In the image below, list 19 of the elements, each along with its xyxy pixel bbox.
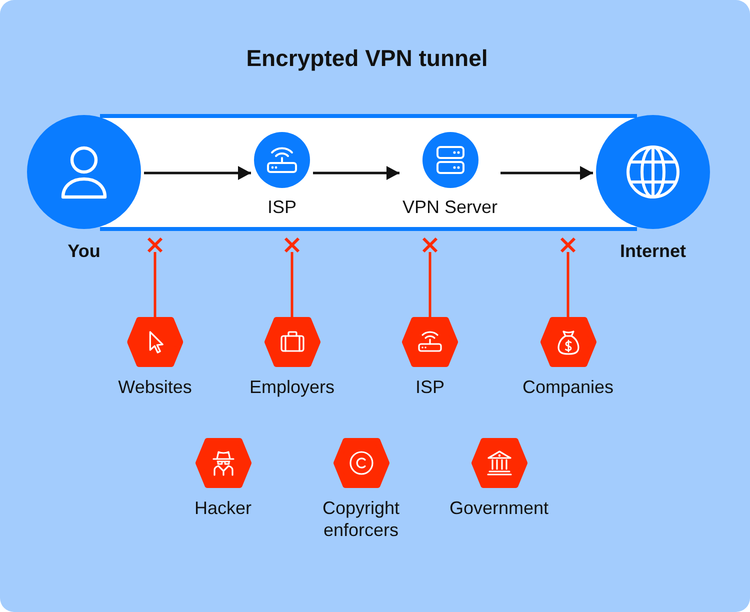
node-label: Websites: [118, 376, 192, 398]
node-label: Copyright enforcers: [322, 497, 400, 541]
node-label: Companies: [522, 376, 614, 398]
blocked-connector: [284, 237, 300, 317]
arrow: [144, 166, 251, 180]
node-label: ISP: [415, 376, 444, 398]
node-label: You: [68, 240, 100, 262]
blocked-connector: [422, 237, 438, 317]
node-label: ISP: [267, 196, 296, 218]
node-label: Hacker: [194, 497, 252, 519]
arrow: [313, 166, 400, 180]
arrow: [500, 166, 593, 180]
node-label: Government: [449, 497, 549, 519]
blocked-connector: [560, 237, 576, 317]
blocked-connector: [147, 237, 163, 317]
diagram-title: Encrypted VPN tunnel: [245, 44, 489, 72]
node-label: VPN Server: [402, 196, 498, 218]
node-label: Internet: [620, 240, 686, 262]
node-label: Employers: [249, 376, 335, 398]
